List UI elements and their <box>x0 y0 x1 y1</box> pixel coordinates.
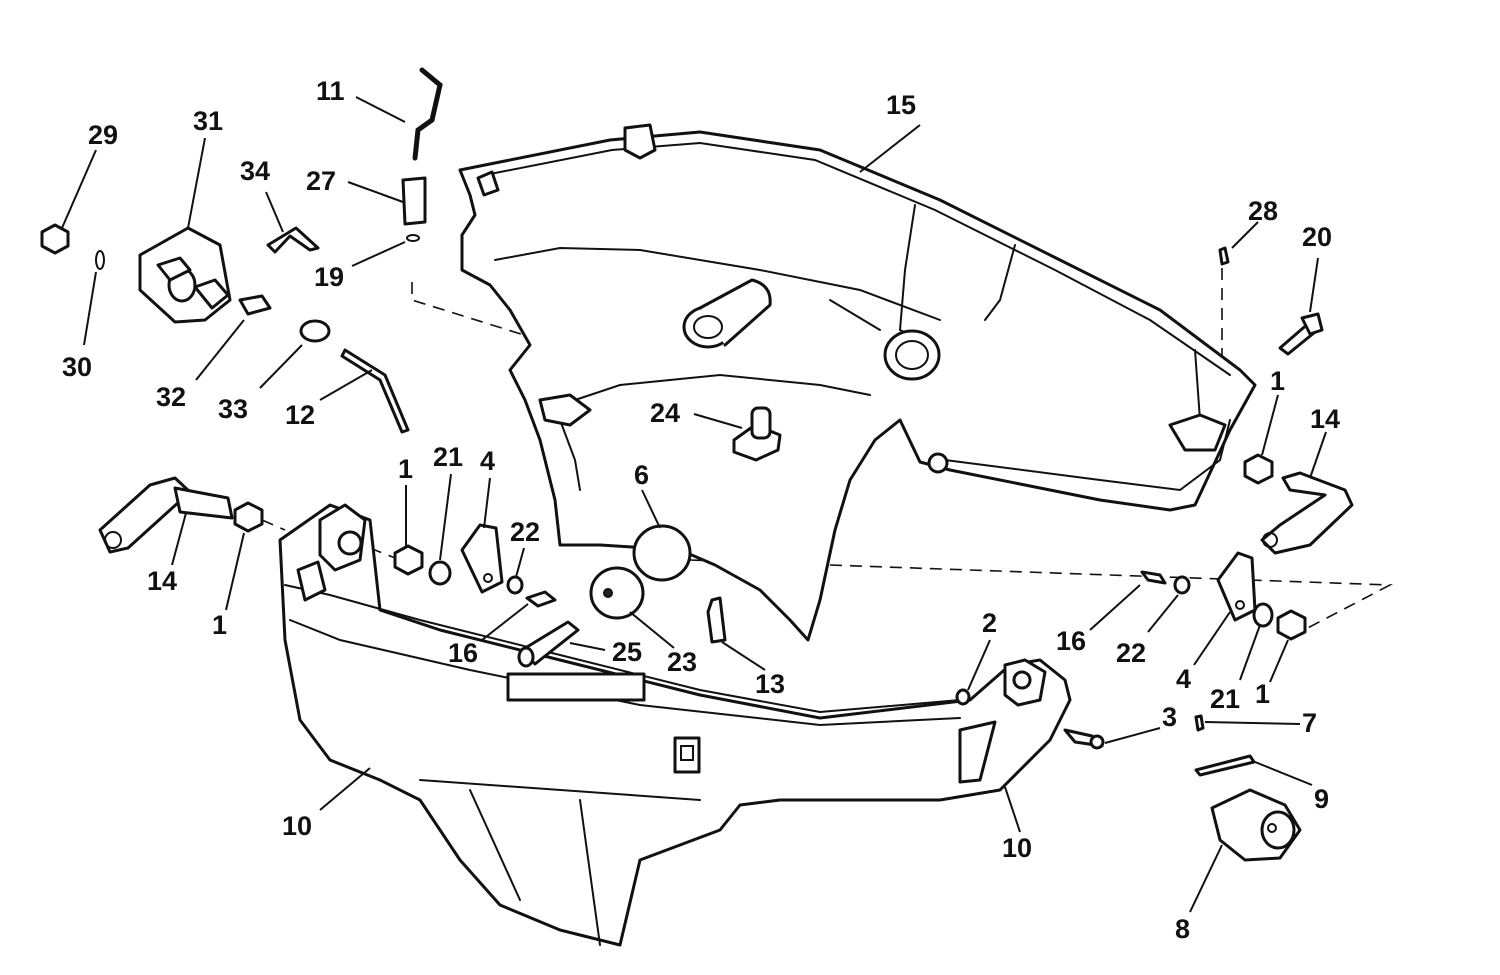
callout-32: 32 <box>156 382 186 412</box>
callout-30: 30 <box>62 352 92 382</box>
callout-19: 19 <box>314 262 344 292</box>
callout-9: 9 <box>1314 784 1329 814</box>
callout-20: 20 <box>1302 222 1332 252</box>
callout-21-left: 21 <box>433 442 463 472</box>
retainer-clip <box>706 596 727 644</box>
callout-10-right: 10 <box>1002 833 1032 863</box>
callout-1-bottom-right: 1 <box>1255 679 1270 709</box>
callout-24: 24 <box>650 398 680 428</box>
callout-31: 31 <box>193 106 223 136</box>
callout-11: 11 <box>316 76 345 106</box>
callout-3: 3 <box>1162 702 1177 732</box>
callout-21-right: 21 <box>1210 684 1240 714</box>
callout-1-bottom-left: 1 <box>212 610 227 640</box>
callout-34: 34 <box>240 156 270 186</box>
callout-23: 23 <box>667 647 697 677</box>
latch-brackets <box>460 523 1257 622</box>
screw-20-and-28 <box>1218 246 1324 356</box>
callout-14-right: 14 <box>1310 404 1340 434</box>
water-hose-fitting <box>40 223 410 434</box>
upper-motor-cover <box>458 123 1257 642</box>
grommets <box>589 524 692 620</box>
callout-27: 27 <box>306 166 336 196</box>
callout-22-right: 22 <box>1116 638 1146 668</box>
callout-13: 13 <box>755 669 785 699</box>
callout-29: 29 <box>88 120 118 150</box>
callout-1-top-right: 1 <box>1270 366 1285 396</box>
callout-16-right: 16 <box>1056 626 1086 656</box>
callout-4-right: 4 <box>1176 664 1191 694</box>
callout-28: 28 <box>1248 196 1278 226</box>
latch-handle-left <box>98 476 234 554</box>
callout-4-left: 4 <box>480 446 495 476</box>
leader-lines <box>61 96 1327 913</box>
callout-15: 15 <box>886 90 916 120</box>
lower-motor-cover <box>278 503 1072 947</box>
callout-25: 25 <box>612 637 642 667</box>
callout-14-left: 14 <box>147 566 177 596</box>
callout-16-left: 16 <box>448 638 478 668</box>
pivot-pin <box>517 620 580 668</box>
latch-handle-right <box>1260 471 1354 555</box>
callout-12: 12 <box>285 400 315 430</box>
washers <box>428 560 1274 706</box>
callout-8: 8 <box>1175 914 1190 944</box>
screws <box>525 570 1167 608</box>
callout-10-left: 10 <box>282 811 312 841</box>
callout-7: 7 <box>1302 708 1317 738</box>
fuel-tube-and-fitting <box>401 67 443 242</box>
callout-1-top-left: 1 <box>398 454 413 484</box>
small-hardware-right <box>1063 714 1302 862</box>
nuts <box>233 453 1307 641</box>
callout-22-left: 22 <box>510 517 540 547</box>
callout-6: 6 <box>634 460 649 490</box>
callout-labels: 29 31 34 11 27 19 15 28 20 30 32 33 12 1… <box>62 76 1340 944</box>
callout-2: 2 <box>982 608 997 638</box>
rubber-block <box>732 406 782 462</box>
callout-33: 33 <box>218 394 248 424</box>
